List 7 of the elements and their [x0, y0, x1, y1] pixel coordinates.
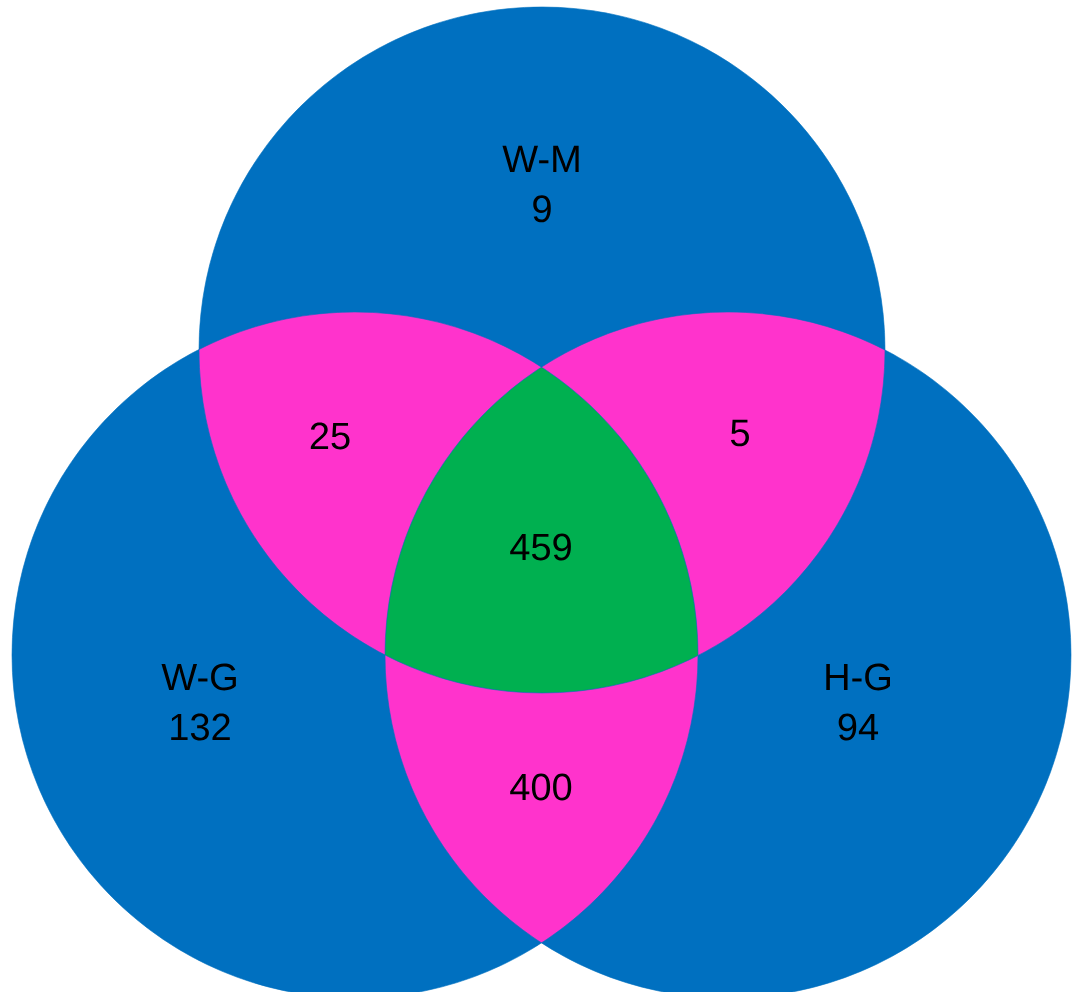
count-label: 459: [510, 533, 571, 561]
count-label: 25: [310, 422, 350, 450]
set-label: H-G 94: [826, 663, 890, 741]
set-label: W-M 9: [502, 145, 579, 223]
count-label: 5: [730, 419, 749, 447]
set-label: W-G 132: [161, 663, 236, 741]
count-label: 400: [510, 773, 572, 801]
